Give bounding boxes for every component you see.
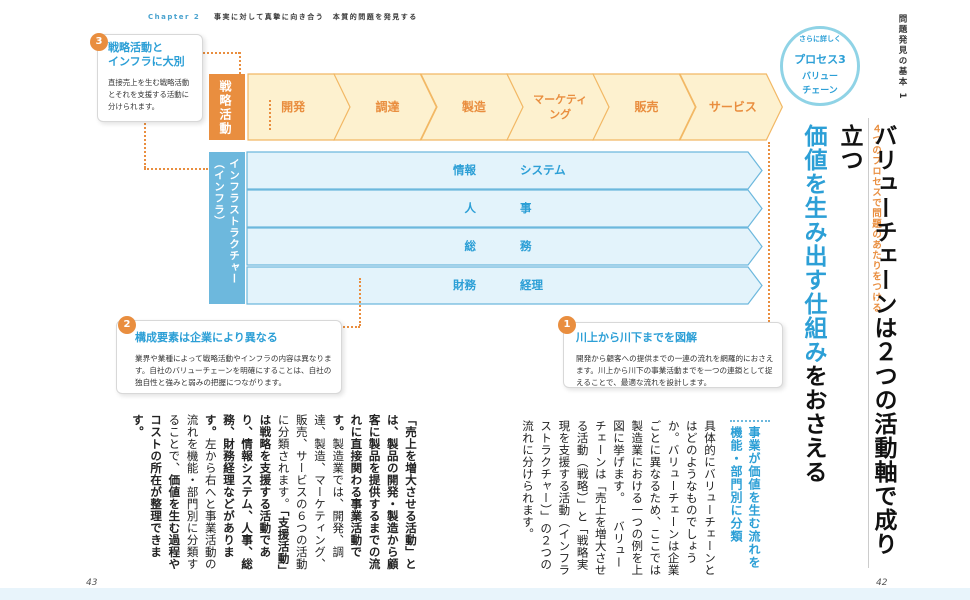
support-row-left-text: 人 [464,201,477,216]
connector-3-h2 [144,168,208,170]
page-number-right: 42 [876,578,888,588]
support-row-1: 情報 システム [246,151,763,190]
support-row-right-text: システム [520,163,566,177]
article-p2: バリューチェーンは「売上を増大させる活動（戦略）」と「戦略実現を支援する活動（イ… [520,420,626,576]
badge-line3: チェーン [802,86,838,96]
primary-step-label: サービス [708,99,757,114]
headline-sub: ４つのプロセスで問題のあたりをつける [870,124,881,313]
headline-line2: 価値を生み出す仕組みをおさえる [796,124,830,484]
section-heading-line2: 機能・部門別に分類 [729,426,743,543]
support-label: インフラストラクチャー（インフラ） [213,158,240,285]
connector-1-v [768,142,770,322]
primary-step-4: マーケティング [506,73,611,141]
support-row-left-text: 総 [464,239,477,254]
page-number-left: 43 [86,578,98,588]
primary-step-label: 販売 [634,99,659,114]
callout-1-body: 開発から顧客への提供までの一連の流れを網羅的におさえます。川上から川下の事業活動… [576,354,774,387]
support-activities-block [209,152,245,304]
support-row-left-text: 情報 [453,163,476,177]
callout-2-title: 構成要素は企業により異なる [135,331,278,344]
connector-3-v [239,52,241,74]
primary-step-label: マーケティング [533,93,588,121]
callout-3-title-line2: インフラに大別 [108,55,185,68]
headline-tail: をおさえる [800,364,826,484]
callout-2-number: 2 [118,316,136,334]
connector-3-h [200,52,240,54]
badge-top-text: さらに詳しく [799,35,841,43]
process-badge: さらに詳しく プロセス3 バリュー チェーン [780,26,860,106]
callout-1-title: 川上から川下までを図解 [576,331,697,344]
badge-line1: プロセス3 [794,53,846,66]
chapter-title: 事実に対して真摯に向き合う 本質的問題を発見する [213,13,418,21]
article-p5a: 左から右へと事業活動の流れを機能・部門別に分類することで、 [167,414,218,570]
badge-line2: バリュー [801,72,838,82]
callout-3-body: 直接売上を生む戦略活動とそれを支援する活動に分けられます。 [108,78,190,111]
primary-step-label: 製造 [461,99,486,114]
headline-highlight: 価値を生み出す仕組み [800,124,826,364]
chapter-number: Chapter 2 [148,13,201,21]
support-row-right-text: 務 [520,239,532,254]
article-right: 具体的にバリューチェーンとはどのようなものでしょうか。バリューチェーンは企業ごと… [521,420,719,580]
article-left: 「売上を増大させる活動」とは、製品の開発・製造から顧客に製品を提供するまでの流れ… [90,414,420,580]
connector-3-down [144,120,146,168]
callout-3-title-line1: 戦略活動と [108,41,163,54]
connector-2-h [340,326,360,328]
callout-3-number: 3 [90,33,108,51]
primary-step-5: 販売 [592,73,697,141]
callout-1: 川上から川下までを図解 開発から顧客への提供までの一連の流れを網羅的におさえます… [563,322,783,388]
page-footer-band [0,588,970,600]
callout-1-number: 1 [558,316,576,334]
side-label: 問題発見の基本 1 [897,14,907,101]
primary-activities-block [209,74,245,140]
section-heading-rule [730,420,770,422]
article-p3a: 「売上を増大させる活動」とは、製品の開発・製造から顧客に製品を提供するまでの流れ… [331,414,418,570]
article-p3b: 製造業では、開発、調達、製造、マーケティング、販売、サービスの６つの活動に分類さ… [276,414,346,570]
headline-line1: バリューチェーンは２つの活動軸で成り立つ [836,124,896,556]
primary-step-label: 調達 [375,99,400,114]
callout-2: 構成要素は企業により異なる 業界や業種によって戦略活動やインフラの内容は異なりま… [116,320,342,394]
section-heading-line1: 事業が価値を生む流れを [747,426,761,569]
callout-2-body: 業界や業種によって戦略活動やインフラの内容は異なります。自社のバリューチェーンを… [135,354,332,387]
article-p2-start [612,508,626,520]
connector-2-v2 [359,278,361,326]
headline-divider [868,118,869,568]
article-p1: 具体的にバリューチェーンとはどのようなものでしょうか。バリューチェーンは企業ごと… [611,420,717,576]
chapter-header: Chapter 2 事実に対して真摯に向き合う 本質的問題を発見する [148,12,418,22]
support-row-right-text: 事 [520,201,532,216]
article-p5b: 価値を生む過程やコストの所在が整理できます。 [130,414,182,570]
primary-label: 戦略活動 [218,80,232,136]
callout-3: 戦略活動と インフラに大別 直接売上を生む戦略活動とそれを支援する活動に分けられ… [97,34,203,122]
support-row-4: 財務 経理 [246,265,763,305]
support-row-2: 人事 [246,189,763,228]
support-row-3: 総務 [246,227,763,266]
support-row-left-text: 財務 [453,277,476,292]
article-p4: 「支援活動」は戦略を支援する活動であり、情報システム、人事、総務、財務経理などが… [203,414,291,577]
primary-step-6: サービス [678,73,783,141]
primary-step-label: 開発 [281,99,306,114]
support-row-right-text: 経理 [520,277,543,292]
connector-2-v1 [269,100,271,130]
